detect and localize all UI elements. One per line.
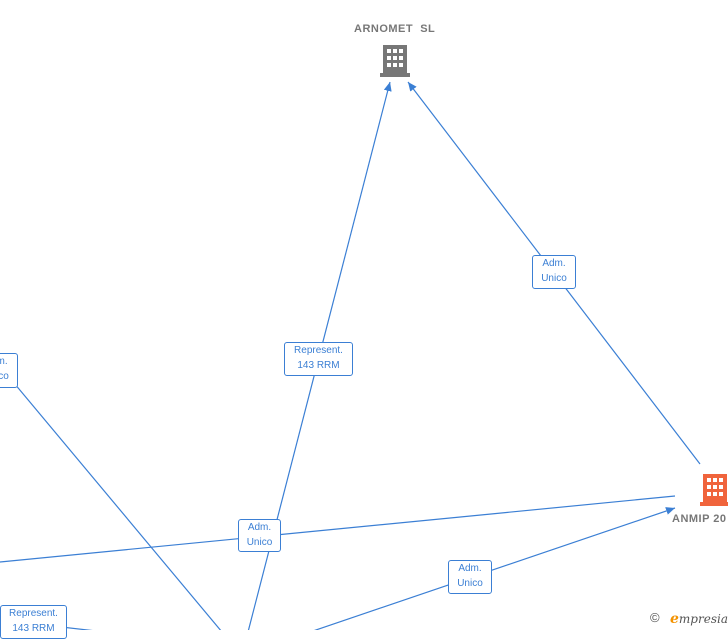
edge-label-adm-unico[interactable]: Adm. Unico bbox=[532, 255, 576, 289]
edge-left-diagonal bbox=[13, 382, 222, 630]
edge-label-line1: Adm. bbox=[247, 522, 272, 533]
edge-label-adm-unico-partial[interactable]: Adm. Unico bbox=[0, 353, 18, 388]
edge-label-line2: Unico bbox=[541, 273, 567, 284]
copyright-symbol: © bbox=[650, 610, 660, 625]
node-label-arnomet: ARNOMET SL bbox=[354, 23, 436, 35]
edge-label-line2: Unico bbox=[0, 371, 9, 382]
building-icon[interactable] bbox=[380, 43, 410, 77]
edge-label-line2: 143 RRM bbox=[297, 360, 340, 371]
edge-bottom-to-anmip bbox=[314, 507, 676, 630]
edge-label-line2: Unico bbox=[457, 578, 483, 589]
edge-label-line1: Represent. bbox=[9, 608, 58, 619]
edge-left-to-anmip bbox=[0, 495, 676, 563]
edge-label-line1: Adm. bbox=[458, 563, 482, 574]
edge-label-adm-unico[interactable]: Adm. Unico bbox=[238, 519, 281, 552]
edge-label-line1: Adm. bbox=[0, 356, 8, 367]
edge-label-line1: Represent. bbox=[294, 345, 343, 356]
edge-label-line2: Unico bbox=[246, 537, 273, 548]
node-label-anmip: ANMIP 20 bbox=[672, 513, 727, 525]
brand-logo: empresia bbox=[670, 611, 728, 627]
edge-label-line2: 143 RRM bbox=[12, 623, 55, 634]
edge-label-represent-143-rrm[interactable]: Represent. 143 RRM bbox=[284, 342, 353, 376]
edge-label-adm-unico[interactable]: Adm. Unico bbox=[448, 560, 492, 594]
edge-label-represent-143-rrm-partial[interactable]: Represent. 143 RRM bbox=[0, 605, 67, 639]
edge-label-line1: Adm. bbox=[542, 258, 566, 269]
building-icon[interactable] bbox=[700, 472, 728, 506]
